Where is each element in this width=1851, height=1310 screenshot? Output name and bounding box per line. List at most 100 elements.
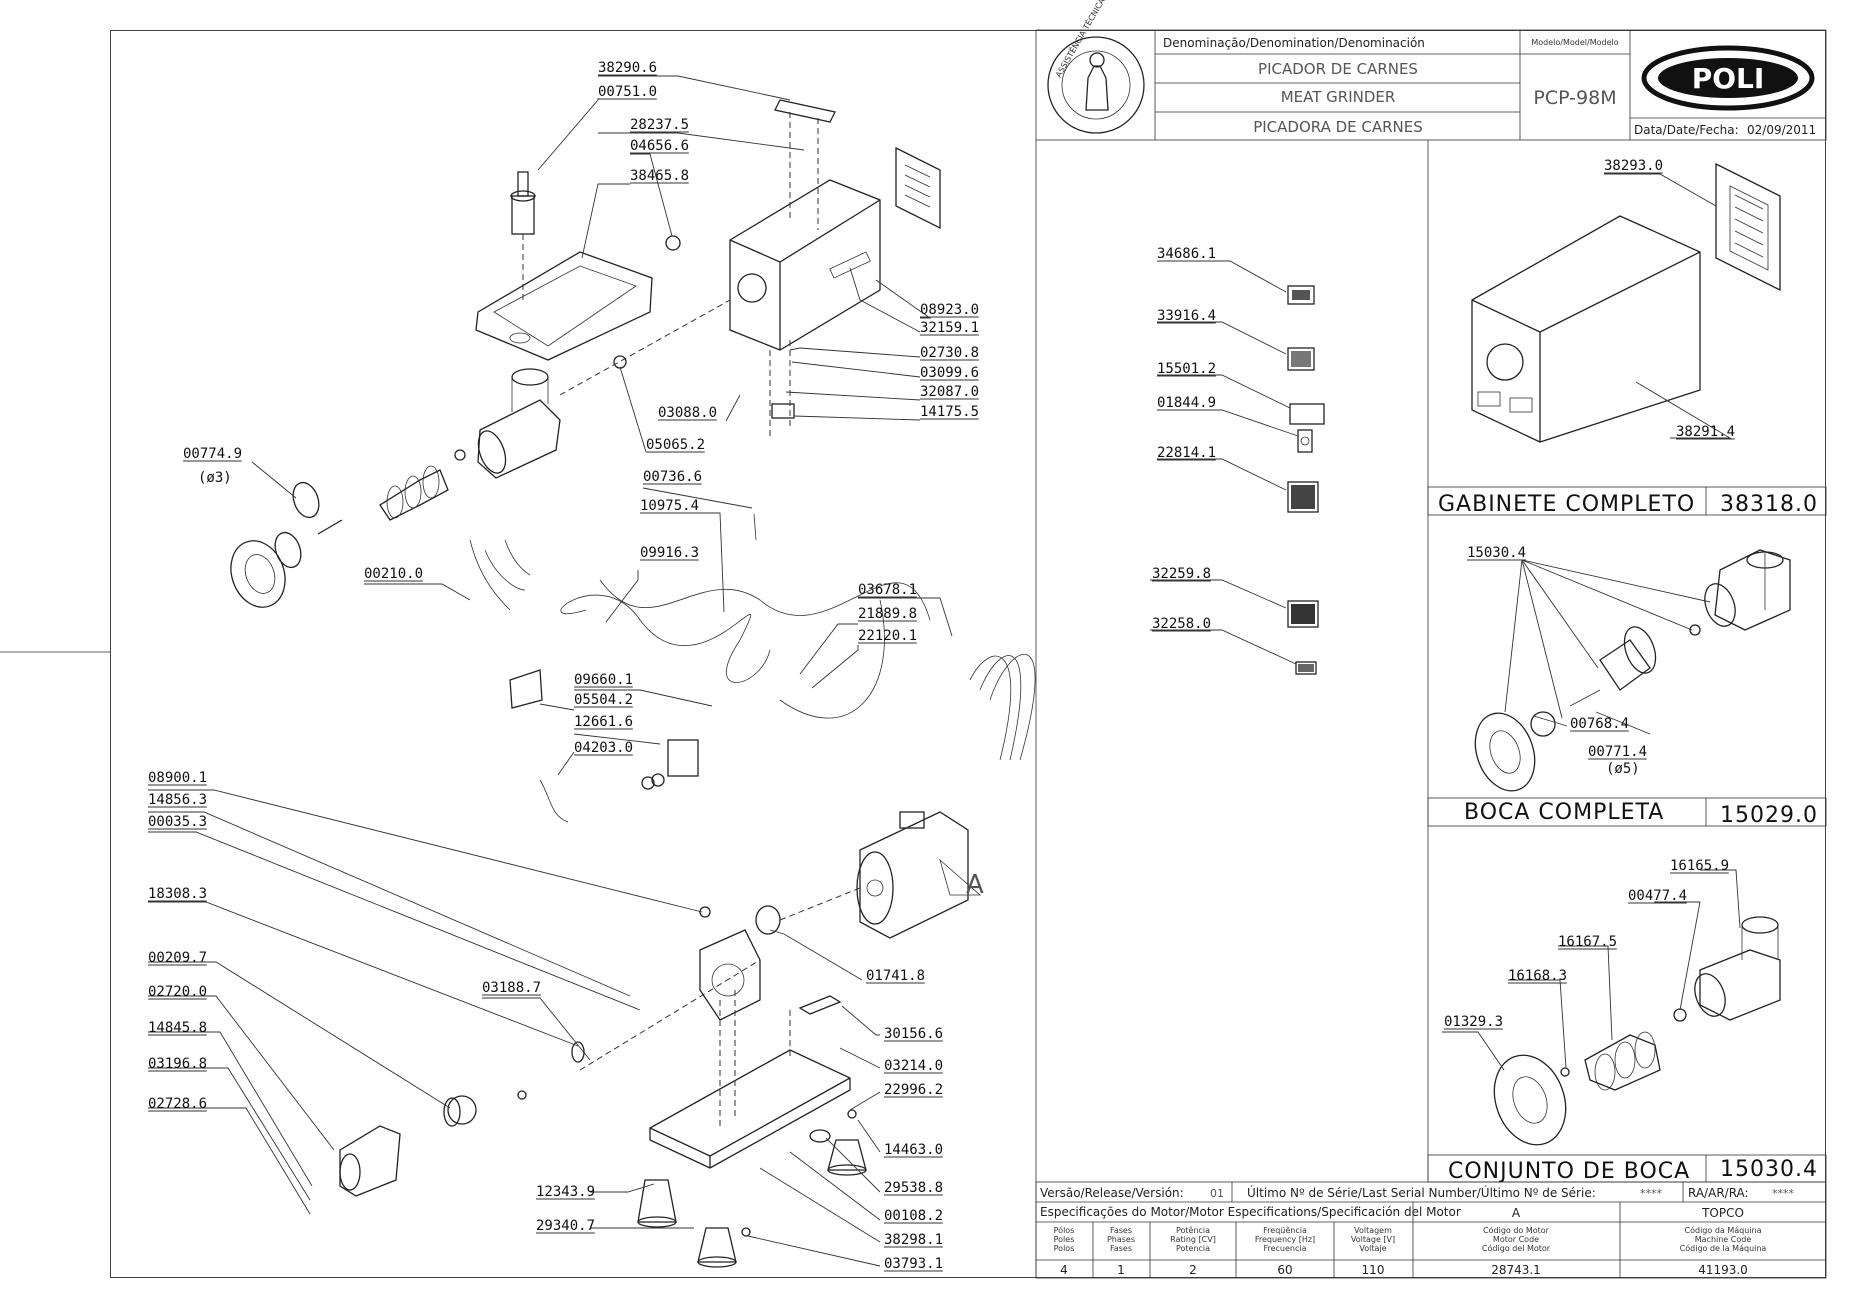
kit-title-gabinete: GABINETE COMPLETO <box>1438 492 1695 517</box>
main-part-label-38: 03214.0 <box>884 1058 943 1074</box>
spec-column-headers: PólosPolesPolosFasesPhasesFasesPotênciaR… <box>1054 1225 1767 1253</box>
spec-header-5: Código del Motor <box>1482 1243 1551 1253</box>
sticker-part-label-6: 32258.0 <box>1152 616 1211 632</box>
conjunto-part-label-2: 16167.5 <box>1558 934 1617 950</box>
main-part-label-10: 03088.0 <box>658 405 717 421</box>
spec-header-5: Código do Motor <box>1483 1225 1550 1235</box>
spec-header-6: Machine Code <box>1695 1235 1752 1244</box>
main-part-label-12: 05065.2 <box>646 437 705 453</box>
main-part-label-9: 32087.0 <box>920 384 979 400</box>
motor-spec-label: Especificações do Motor/Motor Especifica… <box>1040 1205 1461 1219</box>
kit-code-conjunto: 15030.4 <box>1720 1157 1818 1182</box>
spec-header-6: Código de la Máquina <box>1680 1243 1767 1253</box>
sticker-part-label-2: 15501.2 <box>1157 361 1216 377</box>
main-part-label-18: 00210.0 <box>364 566 423 582</box>
conjunto-part-label-0: 16165.9 <box>1670 858 1729 874</box>
main-part-label-44: 03793.1 <box>884 1256 943 1272</box>
main-part-label-35: 03188.7 <box>482 980 541 996</box>
main-part-label-23: 05504.2 <box>574 692 633 708</box>
main-part-label-27: 14856.3 <box>148 792 207 808</box>
main-part-label-34: 02728.6 <box>148 1096 207 1112</box>
spec-value-1: 1 <box>1117 1263 1125 1277</box>
main-part-label-25: 04203.0 <box>574 740 633 756</box>
kit-code-gabinete: 38318.0 <box>1720 492 1818 517</box>
authorized-service-seal: ASSISTÊNCIA TÉCNICA AUTORIZADA <box>1047 0 1145 134</box>
main-part-label-45: 12343.9 <box>536 1184 595 1200</box>
date-value: 02/09/2011 <box>1747 123 1816 137</box>
gabinete-part-label-0: 38293.0 <box>1604 158 1663 174</box>
main-part-label-24: 12661.6 <box>574 714 633 730</box>
version-label: Versão/Release/Versión: <box>1040 1186 1184 1200</box>
main-part-label-36: 01741.8 <box>866 968 925 984</box>
boca-part-label-1: 00768.4 <box>1570 716 1629 732</box>
spec-header-4: Voltage [V] <box>1351 1235 1395 1244</box>
conjunto-illustration <box>1493 916 1781 1146</box>
spec-header-0: Poles <box>1054 1235 1075 1244</box>
main-exploded-view <box>230 99 1036 1268</box>
main-part-label-1: 00751.0 <box>598 84 657 100</box>
spec-value-5: 28743.1 <box>1491 1263 1541 1277</box>
spec-value-0: 4 <box>1060 1263 1068 1277</box>
boca-illustration <box>1474 549 1791 792</box>
main-part-label-4: 38465.8 <box>630 168 689 184</box>
drawing-frame <box>110 30 1826 1278</box>
motor-ref: A <box>1512 1206 1521 1220</box>
ra-label: RA/AR/RA: <box>1688 1186 1749 1200</box>
ra-value: **** <box>1772 1187 1795 1200</box>
serial-value: **** <box>1640 1187 1663 1200</box>
spec-header-0: Polos <box>1054 1244 1075 1253</box>
main-part-label-33: 03196.8 <box>148 1056 207 1072</box>
name-pt: PICADOR DE CARNES <box>1258 60 1418 78</box>
main-part-label-17: 09916.3 <box>640 545 699 561</box>
main-part-label-19: 03678.1 <box>858 582 917 598</box>
poli-logo: POLI <box>1641 45 1815 111</box>
main-part-label-16: 10975.4 <box>640 498 699 514</box>
bottom-spec-table <box>1035 1181 1827 1279</box>
spec-header-1: Fases <box>1110 1226 1132 1235</box>
spec-header-1: Fases <box>1110 1244 1132 1253</box>
name-en: MEAT GRINDER <box>1281 88 1396 106</box>
boca-part-label-2: 00771.4 <box>1588 744 1647 760</box>
main-part-label-26: 08900.1 <box>148 770 207 786</box>
main-part-label-3: 04656.6 <box>630 138 689 154</box>
boca-part-label-3: (ø5) <box>1606 761 1640 777</box>
sticker-labels <box>1287 285 1325 675</box>
main-part-label-29: 18308.3 <box>148 886 207 902</box>
main-part-label-6: 32159.1 <box>920 320 979 336</box>
right-column-grid <box>1035 140 1827 1278</box>
motor-tag: A <box>966 870 984 900</box>
main-part-label-30: 00209.7 <box>148 950 207 966</box>
part-number-labels: 38290.600751.028237.504656.638465.808923… <box>148 60 1735 1272</box>
kit-code-boca: 15029.0 <box>1720 803 1818 828</box>
main-part-label-13: 00774.9 <box>183 446 242 462</box>
brand-name: POLI <box>1692 62 1765 95</box>
spec-header-2: Potencia <box>1176 1244 1210 1253</box>
date-label: Data/Date/Fecha: <box>1634 123 1739 137</box>
main-part-label-7: 02730.8 <box>920 345 979 361</box>
main-part-label-42: 00108.2 <box>884 1208 943 1224</box>
main-part-label-0: 38290.6 <box>598 60 657 76</box>
spec-value-6: 41193.0 <box>1698 1263 1748 1277</box>
spec-header-3: Frecuencia <box>1263 1244 1306 1253</box>
denomination-header: Denominação/Denomination/Denominación <box>1163 36 1425 50</box>
sticker-part-label-1: 33916.4 <box>1157 308 1216 324</box>
model-number: PCP-98M <box>1533 87 1616 109</box>
conjunto-part-label-1: 00477.4 <box>1628 888 1687 904</box>
leader-lines <box>148 75 1741 1267</box>
spec-header-2: Potência <box>1176 1225 1210 1235</box>
kit-title-boca: BOCA COMPLETA <box>1464 800 1664 825</box>
spec-header-0: Pólos <box>1054 1225 1075 1235</box>
main-part-label-22: 09660.1 <box>574 672 633 688</box>
main-part-label-15: 00736.6 <box>643 469 702 485</box>
version-value: 01 <box>1210 1187 1224 1200</box>
main-part-label-28: 00035.3 <box>148 814 207 830</box>
spec-header-4: Voltagem <box>1354 1226 1392 1235</box>
kit-title-conjunto: CONJUNTO DE BOCA <box>1448 1159 1690 1184</box>
main-part-label-14: (ø3) <box>198 470 232 486</box>
title-block: ASSISTÊNCIA TÉCNICA AUTORIZADA Denominaç… <box>1035 0 1827 141</box>
main-part-label-43: 38298.1 <box>884 1232 943 1248</box>
spec-header-6: Código da Máquina <box>1685 1225 1762 1235</box>
main-part-label-41: 29538.8 <box>884 1180 943 1196</box>
main-part-label-20: 21889.8 <box>858 606 917 622</box>
